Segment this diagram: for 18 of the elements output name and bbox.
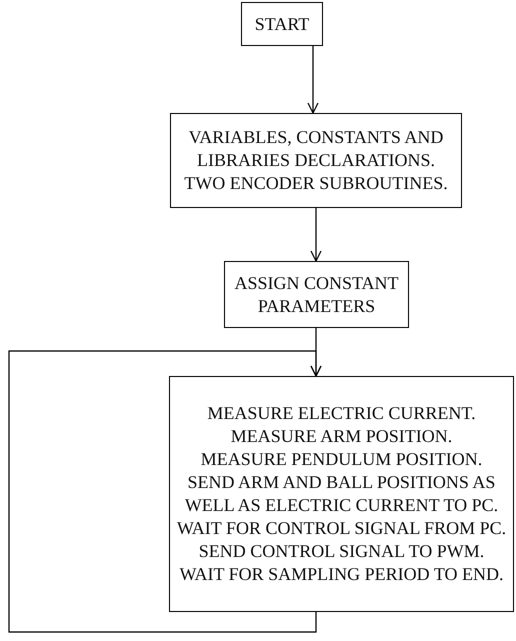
step-text: MEASURE ELECTRIC CURRENT. [207,402,476,425]
process-box [224,261,409,328]
arrow [310,208,322,262]
step-text: WAIT FOR CONTROL SIGNAL FROM PC. [176,517,506,540]
step-text: MEASURE PENDULUM POSITION. [200,448,482,471]
step-text: START [254,12,310,36]
step-text: SEND ARM AND BALL POSITIONS AS WELL AS ELECTRIC CURRENT TO PC. [184,471,500,517]
step-text: TWO ENCODER SUBROUTINES. [184,172,448,195]
step-text: SEND CONTROL SIGNAL TO PWM. [198,540,484,563]
process-box [169,376,514,612]
arrow [307,46,319,114]
arrow [8,350,322,633]
start-box [241,2,323,46]
step-text: MEASURE ARM POSITION. [230,425,452,448]
process-box [170,113,462,208]
step-text: WAIT FOR SAMPLING PERIOD TO END. [179,563,504,586]
step-text: VARIABLES, CONSTANTS AND LIBRARIES DECLARATIONS. [188,126,444,172]
step-text: ASSIGN CONSTANT PARAMETERS [233,272,400,318]
